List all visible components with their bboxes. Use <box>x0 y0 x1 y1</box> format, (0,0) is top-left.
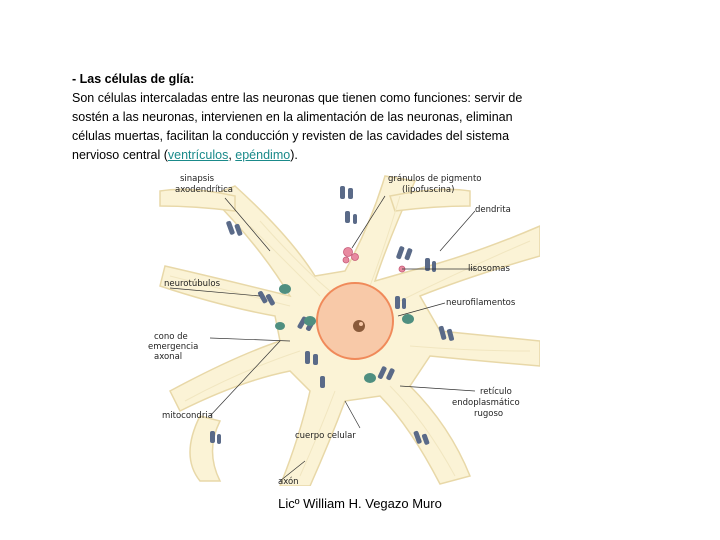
section-heading: - Las células de glía: <box>72 72 195 86</box>
label-axodendritica: axodendrítica <box>175 185 233 195</box>
link-ventriculos[interactable]: ventrículos <box>167 148 229 162</box>
label-leader-lines <box>169 195 476 482</box>
text-line-3: células muertas, facilitan la conducción… <box>72 129 510 143</box>
label-sinapsis: sinapsis <box>180 174 215 184</box>
text-line-1: Son células intercaladas entre las neuro… <box>72 91 523 105</box>
line-4-sep: , <box>228 148 236 162</box>
label-granulos-2: (lipofuscina) <box>402 185 454 195</box>
rough-er-clusters <box>210 186 455 445</box>
neurofilaments <box>169 195 531 477</box>
description-text: - Las células de glía: Son células inter… <box>72 70 592 165</box>
label-cono-1: cono de <box>154 332 188 342</box>
line-4-suffix: ). <box>290 148 298 162</box>
label-axon: axón <box>278 476 299 486</box>
label-dendrita: dendrita <box>475 205 511 215</box>
label-cuerpo-celular: cuerpo celular <box>295 431 356 441</box>
label-cono-2: emergencia <box>148 342 198 352</box>
cell-nucleus <box>316 282 394 360</box>
label-reticulo-1: retículo <box>480 387 512 397</box>
label-reticulo-3: rugoso <box>474 409 503 419</box>
label-cono-3: axonal <box>154 352 182 362</box>
label-granulos-1: gránulos de pigmento <box>388 174 481 184</box>
neuron-diagram: sinapsis axodendrítica gránulos de pigme… <box>140 166 541 487</box>
text-line-2: sostén a las neuronas, intervienen en la… <box>72 110 513 124</box>
label-neurofilamentos: neurofilamentos <box>446 298 516 308</box>
link-ependimo[interactable]: epéndimo <box>235 148 291 162</box>
lysosomes <box>342 247 406 273</box>
label-reticulo-2: endoplasmático <box>452 398 520 408</box>
label-mitocondria: mitocondria <box>162 411 213 421</box>
text-line-4: nervioso central (ventrículos, epéndimo)… <box>72 146 592 165</box>
neuron-illustration: sinapsis axodendrítica gránulos de pigme… <box>148 174 541 487</box>
diagram-labels: sinapsis axodendrítica gránulos de pigme… <box>148 174 520 487</box>
line-4-prefix: nervioso central ( <box>72 148 168 162</box>
label-neurotubulos: neurotúbulos <box>164 279 221 289</box>
label-lisosomas: lisosomas <box>468 264 510 274</box>
author-credit: Licº William H. Vegazo Muro <box>278 496 442 511</box>
